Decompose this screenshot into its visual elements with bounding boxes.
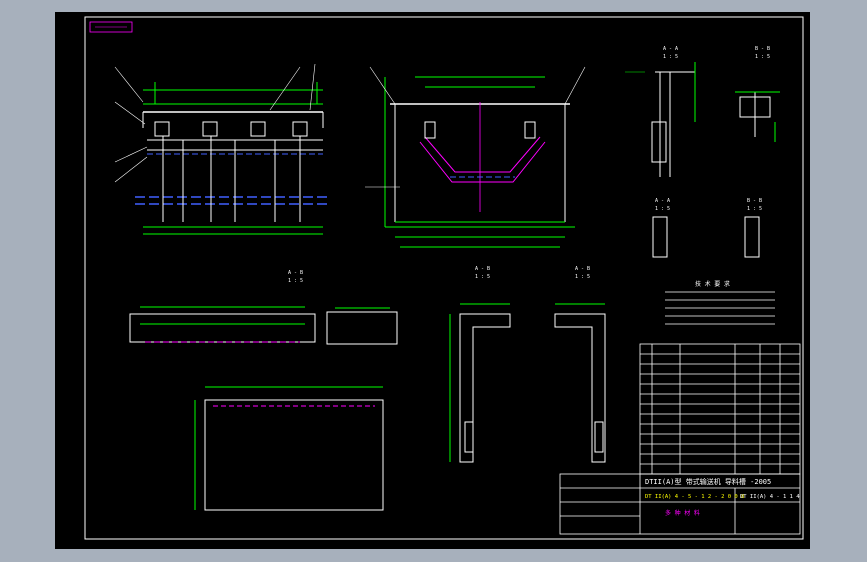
detail-view-2 [735, 91, 780, 142]
view-label: B - B [755, 46, 770, 52]
view-scale: 1 : 5 [575, 274, 590, 280]
view-label: A - A [663, 46, 678, 52]
section-view [365, 66, 586, 248]
view-scale: 1 : 5 [755, 54, 770, 60]
title-block-drawing-number: DT II(A) 4 - 5 - 1 2 - 2 0 0 8 [645, 494, 744, 500]
view-label: B - B [747, 198, 762, 204]
view-scale: 1 : 5 [747, 206, 762, 212]
outer-frame [84, 16, 804, 540]
detail-view-1 [625, 62, 696, 177]
detail-view-3 [652, 216, 760, 258]
corner-tag [89, 21, 133, 33]
view-label: A - B [475, 266, 490, 272]
front-view [114, 63, 327, 235]
view-label: A - A [655, 198, 670, 204]
view-label: A - B [575, 266, 590, 272]
view-scale: 1 : 5 [288, 278, 303, 284]
plate-view-main [194, 386, 384, 511]
plate-view-side [326, 307, 398, 345]
cad-drawing: DTII(A)型 带式输送机 导料槽 -2005 DT II(A) 4 - 5 … [84, 16, 804, 540]
title-block-material: 多 种 材 料 [665, 509, 700, 517]
title-block [559, 473, 801, 535]
title-block-drawing-title: DTII(A)型 带式输送机 导料槽 -2005 [645, 477, 771, 486]
view-label: A - B [288, 270, 303, 276]
view-scale: 1 : 5 [475, 274, 490, 280]
view-scale: 1 : 5 [663, 54, 678, 60]
plate-view-top [129, 306, 316, 343]
title-block-part-code: DT II(A) 4 - 1 1 4 [740, 494, 800, 500]
notes-heading: 技 术 要 求 [695, 280, 730, 288]
technical-notes [665, 291, 775, 325]
bracket-view-2 [554, 303, 606, 463]
cad-viewport[interactable]: DTII(A)型 带式输送机 导料槽 -2005 DT II(A) 4 - 5 … [55, 12, 810, 549]
view-scale: 1 : 5 [655, 206, 670, 212]
bracket-view-1 [449, 303, 511, 463]
parts-list [639, 343, 801, 475]
